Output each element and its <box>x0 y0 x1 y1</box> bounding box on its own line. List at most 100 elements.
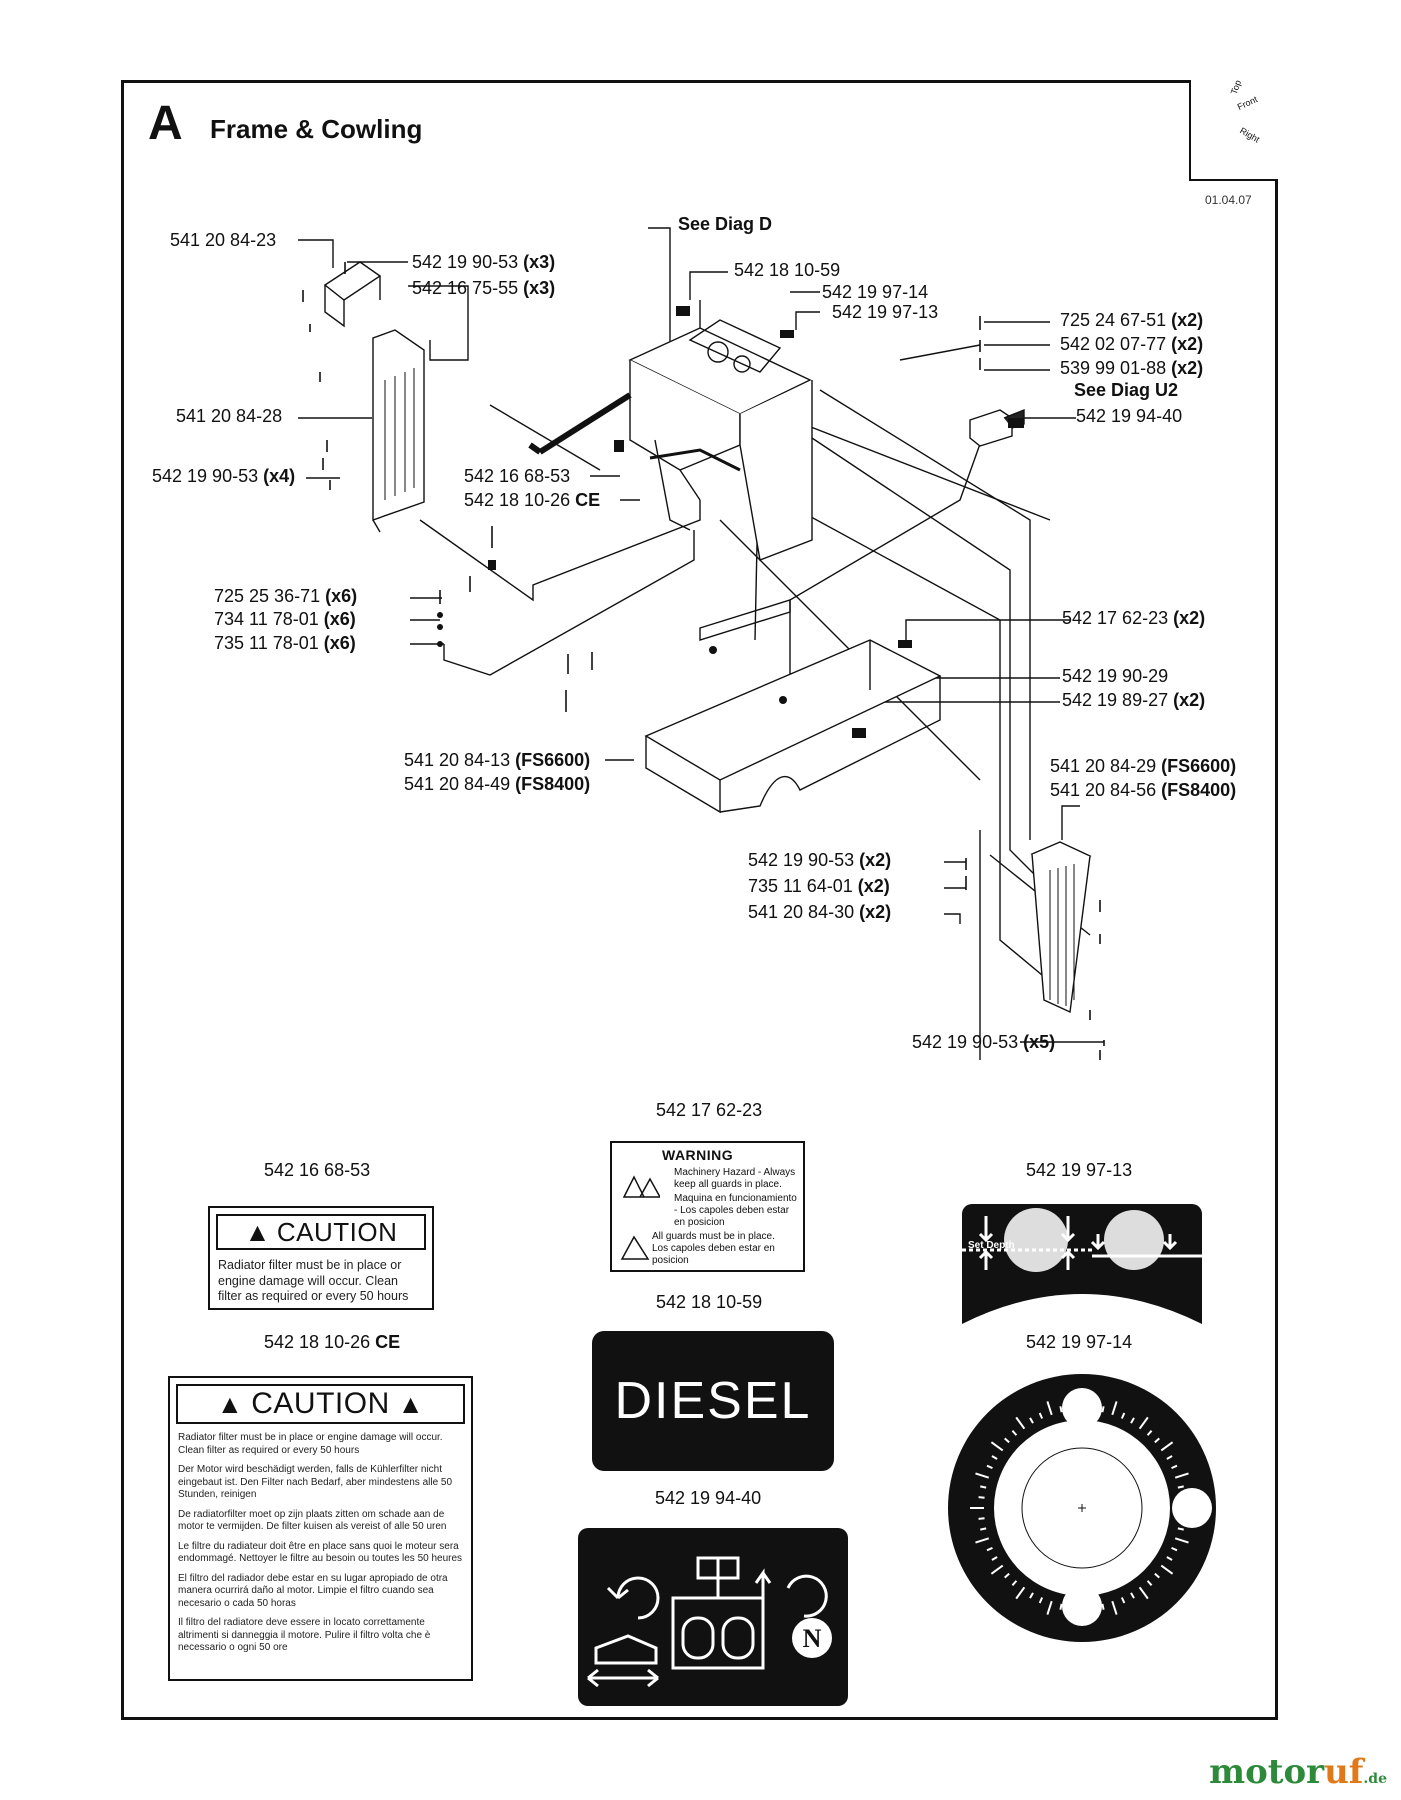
dial-tick <box>1111 1401 1118 1416</box>
diagram-frame <box>121 80 1278 1720</box>
dial-tick <box>1029 1592 1034 1599</box>
warning-triangle-icon: ▲ <box>217 1388 244 1419</box>
dial-tick <box>1154 1572 1160 1579</box>
orientation-top: Top <box>1228 78 1244 96</box>
dial-tick <box>1046 1401 1053 1416</box>
dial-tick <box>1154 1437 1160 1444</box>
callout-542-19-97-14: 542 19 97-14 <box>822 282 929 302</box>
dial-tick <box>1174 1472 1189 1479</box>
dial-tick <box>986 1546 993 1552</box>
dial-tick <box>1120 1597 1126 1604</box>
callout-542-19-94-40: 542 19 94-40 <box>1076 406 1183 426</box>
decal-caution-small: ▲CAUTION Radiator filter must be in plac… <box>208 1206 434 1310</box>
revision-date: 01.04.07 <box>1205 193 1252 207</box>
callout-541-20-84-30: 541 20 84-30 (x2) <box>748 902 892 922</box>
callout-542-17-62-23: 542 17 62-23 (x2) <box>1062 608 1206 628</box>
dial-tick <box>1029 1417 1034 1424</box>
dial-tick <box>1146 1580 1153 1586</box>
dial-tick <box>975 1472 990 1479</box>
callout-735-11-64-01: 735 11 64-01 (x2) <box>748 876 890 896</box>
decal-depth-part: 542 19 97-13 <box>1026 1160 1133 1180</box>
callout-542-19-90-53-x5: 542 19 90-53 (x5) <box>912 1032 1056 1052</box>
callout-541-20-84-23: 541 20 84-23 <box>170 230 277 250</box>
dial-tick-marks <box>970 1396 1194 1620</box>
callout-541-20-84-28: 541 20 84-28 <box>176 406 283 426</box>
controls-pictogram-icon: N <box>587 1556 832 1688</box>
dial-tick <box>1146 1430 1153 1436</box>
decal-caution-small-part: 542 16 68-53 <box>264 1160 371 1180</box>
decal-caution-small-head: ▲CAUTION <box>216 1214 426 1250</box>
orientation-right: Right <box>1238 125 1262 145</box>
callout-539-99-01-88: 539 99 01-88 (x2) <box>1060 358 1204 378</box>
guard-pictogram-icon <box>620 1235 650 1260</box>
decal-caution-ce-p3: De radiatorfilter moet op zijn plaats zi… <box>178 1508 447 1533</box>
decal-dial-part: 542 19 97-14 <box>1026 1332 1133 1352</box>
callout-735-11-78-01: 735 11 78-01 (x6) <box>214 633 356 653</box>
decal-depth: Set Depth <box>962 1204 1202 1324</box>
callout-542-19-89-27: 542 19 89-27 (x2) <box>1062 690 1206 710</box>
decal-caution-ce-part: 542 18 10-26 CE <box>264 1332 401 1352</box>
decal-warning-head: WARNING <box>662 1147 734 1163</box>
dial-tick <box>1130 1592 1135 1599</box>
decal-diesel: DIESEL <box>592 1331 834 1471</box>
callout-542-16-75-55: 542 16 75-55 (x3) <box>412 278 556 298</box>
dial-tick <box>1004 1437 1010 1444</box>
callout-541-20-84-56: 541 20 84-56 (FS8400) <box>1050 780 1237 800</box>
callout-725-25-36-71: 725 25 36-71 (x6) <box>214 586 358 606</box>
decal-caution-small-text: Radiator filter must be in place or engi… <box>218 1258 409 1304</box>
dial-tick <box>980 1485 987 1489</box>
decal-caution-ce-head: ▲CAUTION▲ <box>176 1384 465 1424</box>
dial-tick <box>991 1455 998 1460</box>
decal-controls-part: 542 19 94-40 <box>655 1488 762 1508</box>
neutral-symbol: N <box>803 1624 822 1653</box>
dial-tick <box>978 1496 985 1499</box>
decal-warning-line4: Los capoles deben estar en posicion <box>652 1243 775 1266</box>
dial-tick <box>1111 1600 1118 1615</box>
dial-tick <box>1171 1464 1178 1470</box>
dial-tick <box>975 1537 990 1544</box>
decal-diesel-part: 542 18 10-59 <box>656 1292 763 1312</box>
dial-tick <box>1120 1412 1126 1419</box>
callout-542-19-90-53-x4: 542 19 90-53 (x4) <box>152 466 296 486</box>
dial-tick <box>1177 1527 1184 1531</box>
decal-warning-part: 542 17 62-23 <box>656 1100 763 1120</box>
decal-caution-ce-p6: Il filtro del radiatore deve essere in l… <box>178 1617 431 1653</box>
callout-725-24-67-51: 725 24 67-51 (x2) <box>1060 310 1204 330</box>
decal-caution-ce-p4: Le filtre du radiateur doit être en plac… <box>178 1540 463 1565</box>
dial-tick <box>1046 1600 1053 1615</box>
dial-tick <box>1101 1603 1105 1610</box>
dial-tick <box>991 1556 998 1561</box>
dial-tick <box>1160 1441 1174 1452</box>
dial-tick <box>1166 1455 1173 1460</box>
callout-542-18-10-26: 542 18 10-26 CE <box>464 490 601 510</box>
callout-541-20-84-29: 541 20 84-29 (FS6600) <box>1050 756 1237 776</box>
dial-tick <box>1138 1586 1149 1600</box>
dial-tick <box>1138 1416 1149 1430</box>
dial-tick <box>1015 1586 1026 1600</box>
dial-tick <box>1166 1556 1173 1561</box>
callout-542-19-90-29: 542 19 90-29 <box>1062 666 1169 686</box>
section-letter: A <box>148 97 183 150</box>
decal-controls: N <box>578 1528 848 1706</box>
section-title: Frame & Cowling <box>210 114 423 144</box>
dial-tick <box>980 1527 987 1531</box>
warning-triangle-icon: ▲ <box>244 1216 271 1247</box>
dial-tick <box>1038 1412 1044 1419</box>
decal-caution-ce-p5: El filtro del radiador debe estar en su … <box>178 1572 448 1609</box>
dial-tick <box>1011 1430 1018 1436</box>
decal-warning-line2: Maquina en funcionamiento - Los capoles … <box>674 1193 797 1228</box>
decal-warning-line1: Machinery Hazard - Always keep all guard… <box>674 1167 796 1190</box>
decal-dial <box>948 1374 1216 1642</box>
orientation-front: Front <box>1235 94 1259 113</box>
dial-tick <box>1174 1537 1189 1544</box>
dial-tick <box>1160 1564 1174 1575</box>
dial-tick <box>1171 1546 1178 1552</box>
see-diag-u2: See Diag U2 <box>1074 380 1179 400</box>
dial-tick <box>1038 1597 1044 1604</box>
dial-tick <box>1059 1603 1063 1610</box>
callout-542-02-07-77: 542 02 07-77 (x2) <box>1060 334 1204 354</box>
dial-tick <box>1059 1406 1063 1413</box>
decal-caution-ce-p2: Der Motor wird beschädigt werden, falls … <box>178 1464 453 1500</box>
callout-734-11-78-01: 734 11 78-01 (x6) <box>214 609 356 629</box>
callout-542-18-10-59: 542 18 10-59 <box>734 260 841 280</box>
